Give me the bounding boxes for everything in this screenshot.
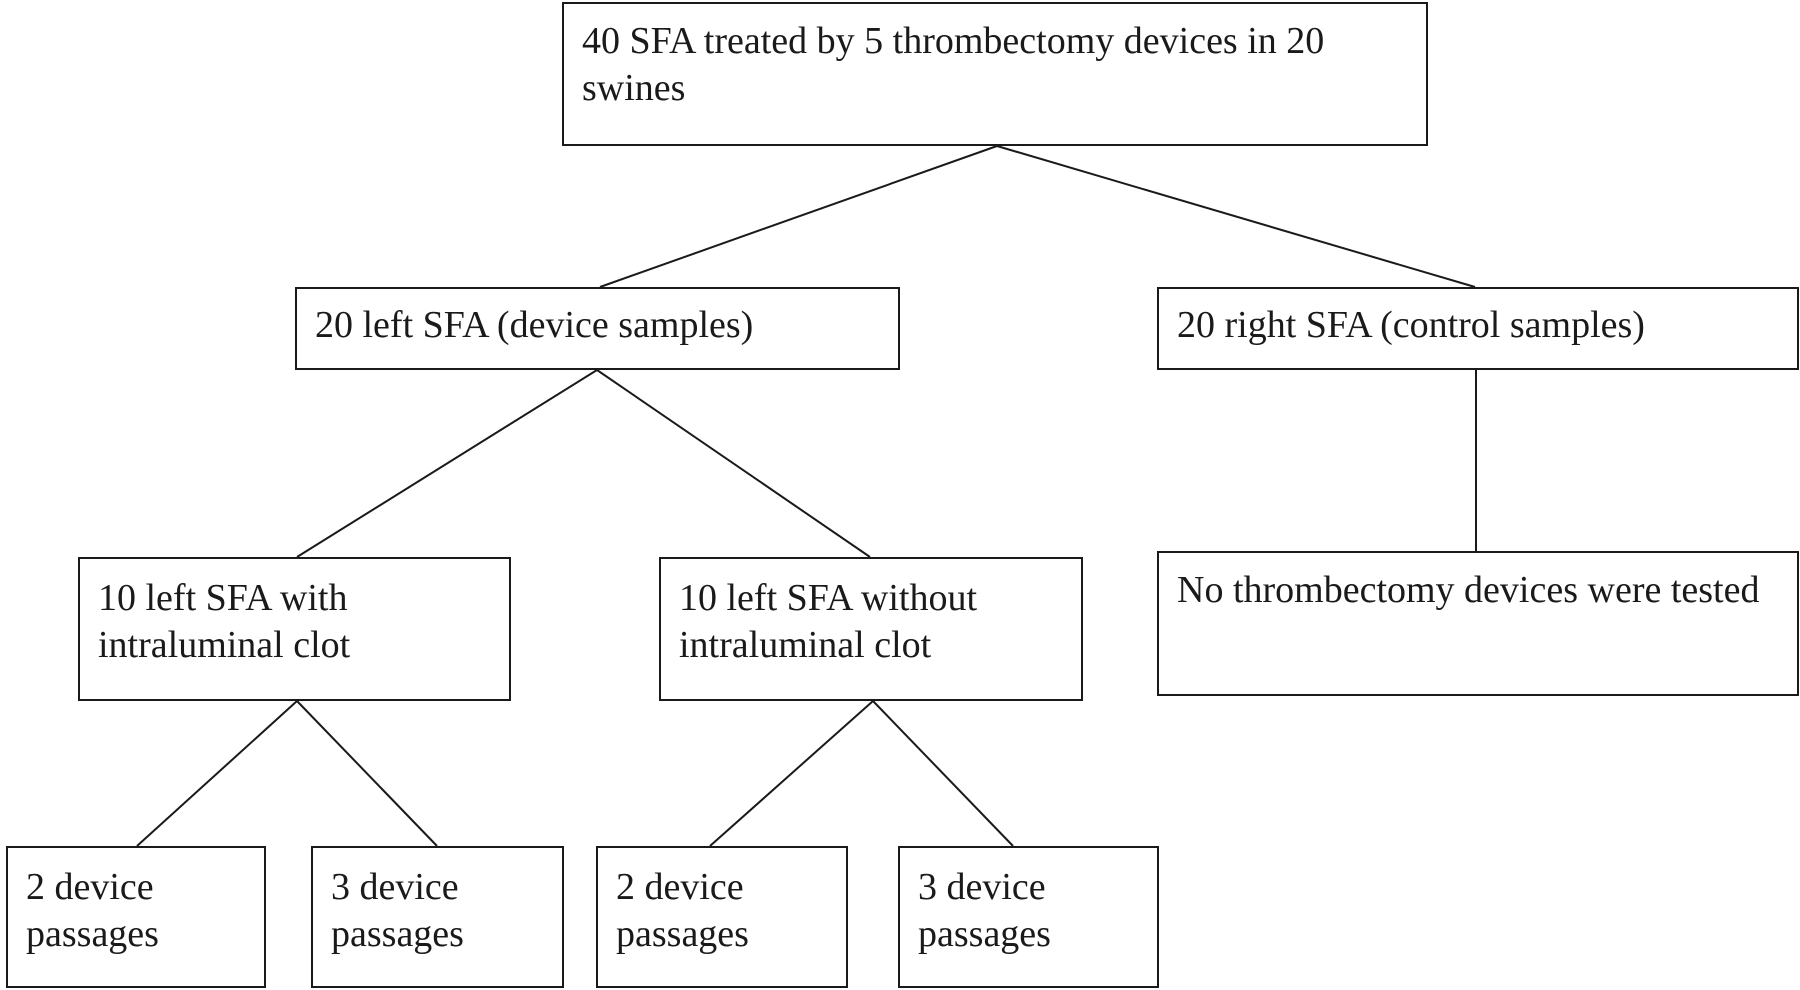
without-clot-3-passages-box: 3 device passages <box>898 846 1159 988</box>
connector-left-withclot <box>296 369 598 558</box>
without-clot-box: 10 left SFA without intraluminal clot <box>659 557 1083 701</box>
connector-left-withoutclot <box>596 369 871 558</box>
connector-withclot-3 <box>296 700 438 847</box>
with-clot-2-passages-box: 2 device passages <box>6 846 266 988</box>
no-devices-box: No thrombectomy devices were tested <box>1157 551 1799 696</box>
connector-root-left <box>599 145 998 288</box>
with-clot-box: 10 left SFA with intraluminal clot <box>78 557 511 701</box>
left-sfa-box: 20 left SFA (device samples) <box>295 287 900 370</box>
connector-withoutclot-2 <box>709 700 874 847</box>
right-sfa-box: 20 right SFA (control samples) <box>1157 287 1799 370</box>
root-box: 40 SFA treated by 5 thrombectomy devices… <box>562 2 1428 146</box>
with-clot-3-passages-box: 3 device passages <box>311 846 564 988</box>
without-clot-2-passages-box: 2 device passages <box>596 846 848 988</box>
connector-withclot-2 <box>136 700 298 847</box>
connector-root-right <box>996 145 1476 288</box>
connector-withoutclot-3 <box>872 700 1014 847</box>
